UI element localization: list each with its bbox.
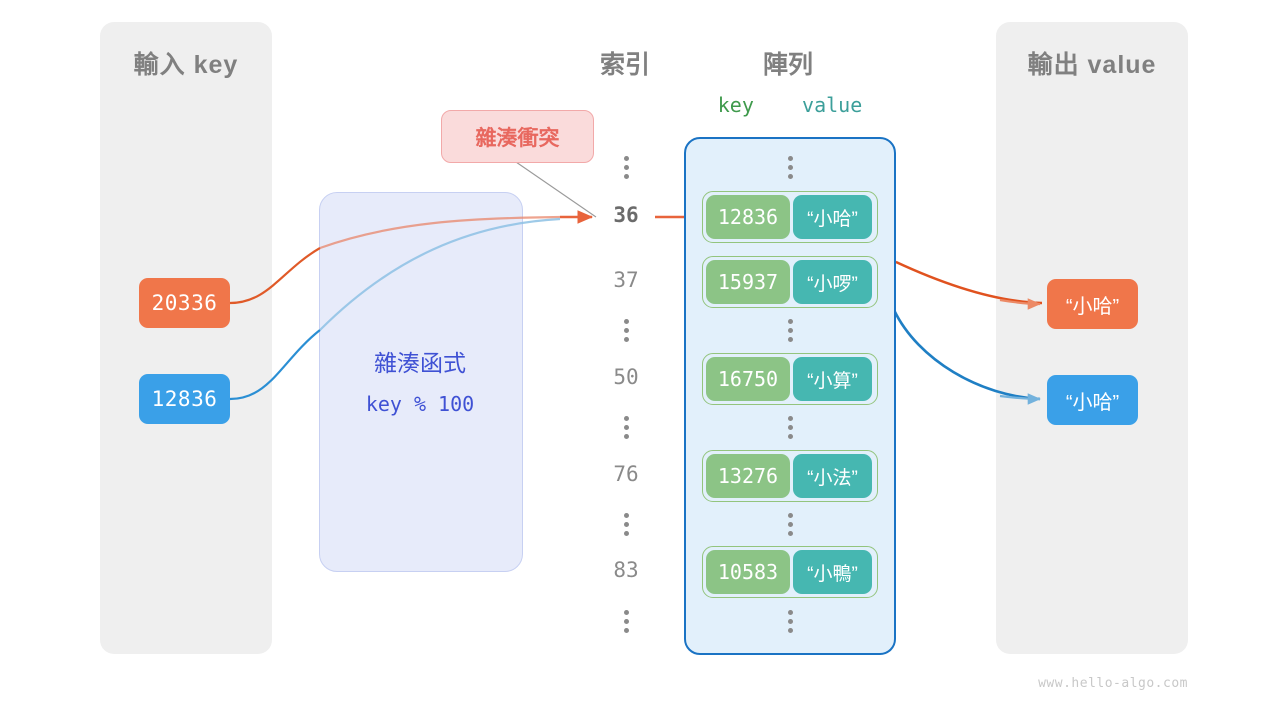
index-ellipsis: [580, 156, 672, 179]
hash-function-title: 雜湊函式: [374, 350, 466, 376]
index-ellipsis: [580, 610, 672, 633]
array-bucket-row: 12836“小哈”: [702, 191, 878, 243]
array-bucket-row: 15937“小啰”: [702, 256, 878, 308]
bucket-value-cell: “小啰”: [793, 260, 872, 304]
index-ellipsis: [580, 513, 672, 536]
index-ellipsis: [580, 416, 672, 439]
key-header-label: key: [717, 93, 754, 117]
array-bucket-row: 13276“小法”: [702, 450, 878, 502]
collision-callout: 雜湊衝突: [441, 110, 594, 163]
bucket-key-cell: 13276: [706, 454, 790, 498]
bucket-ellipsis: [702, 610, 878, 633]
bucket-key-cell: 15937: [706, 260, 790, 304]
bucket-ellipsis: [702, 416, 878, 439]
bucket-ellipsis: [702, 513, 878, 536]
bucket-value-cell: “小哈”: [793, 195, 872, 239]
index-label: 37: [613, 268, 639, 292]
input-key-chip: 12836: [139, 374, 230, 424]
output-value-chip: “小哈”: [1047, 375, 1138, 425]
input-panel-title: 輸入 key: [133, 51, 239, 79]
index-label: 36: [613, 203, 639, 227]
bucket-key-cell: 10583: [706, 550, 790, 594]
bucket-ellipsis: [702, 156, 878, 179]
bucket-key-cell: 16750: [706, 357, 790, 401]
input-panel: [100, 22, 272, 654]
index-column-header: 索引: [599, 51, 650, 79]
array-column-header: 陣列: [762, 51, 813, 79]
input-key-chip: 20336: [139, 278, 230, 328]
output-panel-title: 輸出 value: [1027, 51, 1157, 79]
hash-function-formula: key % 100: [365, 392, 475, 416]
output-value-chip: “小哈”: [1047, 279, 1138, 329]
index-label: 83: [613, 558, 639, 582]
key-value-header: key value: [684, 93, 896, 117]
index-label: 50: [613, 365, 639, 389]
index-label: 76: [613, 462, 639, 486]
bucket-value-cell: “小法”: [793, 454, 872, 498]
bucket-value-cell: “小算”: [793, 357, 872, 401]
output-panel: [996, 22, 1188, 654]
index-ellipsis: [580, 319, 672, 342]
value-header-label: value: [802, 93, 863, 117]
bucket-value-cell: “小鴨”: [793, 550, 872, 594]
hash-function-box: [319, 192, 523, 572]
watermark: www.hello-algo.com: [1038, 676, 1188, 691]
index-column: 36 37 50 76 83: [580, 137, 672, 655]
array-bucket-row: 10583“小鴨”: [702, 546, 878, 598]
bucket-ellipsis: [702, 319, 878, 342]
bucket-key-cell: 12836: [706, 195, 790, 239]
array-bucket-row: 16750“小算”: [702, 353, 878, 405]
